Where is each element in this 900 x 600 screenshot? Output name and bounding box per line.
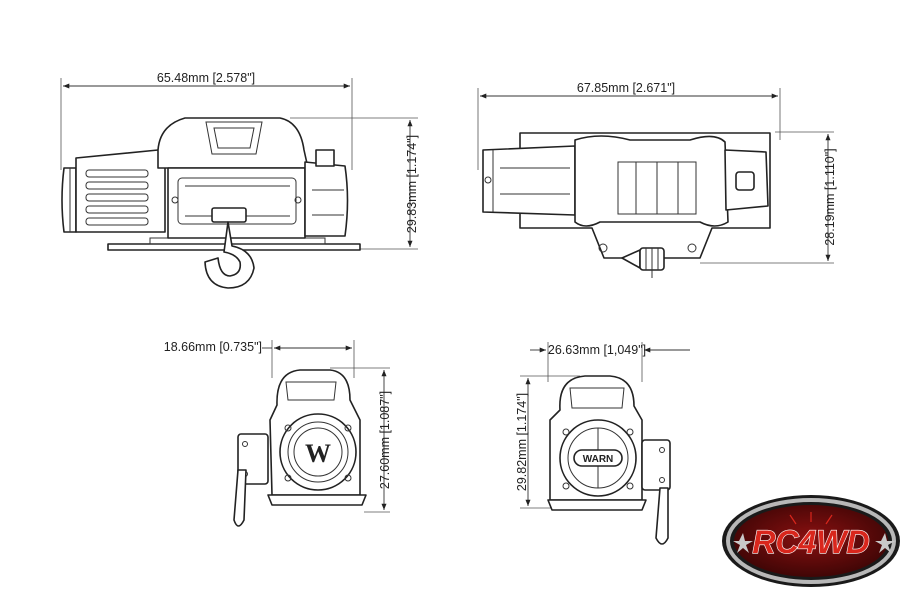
top-view: 67.85mm [2.671"] 28.19mm [1.110"] xyxy=(477,81,837,278)
front-drum xyxy=(279,413,357,491)
top-drum-housing xyxy=(574,135,729,227)
side-width-label: 65.48mm [2.578"] xyxy=(157,71,255,85)
side-top-housing xyxy=(157,117,309,169)
rear-warn-badge xyxy=(573,449,623,467)
top-width-label: 67.85mm [2.671"] xyxy=(577,81,675,95)
rear-control-plug xyxy=(655,487,669,545)
rear-height-label: 29.82mm [1.174"] xyxy=(515,393,529,491)
rear-width-label: 26.63mm [1,049"] xyxy=(548,343,646,357)
side-view: 65.48mm [2.578"] 29.83mm [1.174"] xyxy=(60,71,419,289)
top-winch-hook xyxy=(621,247,665,278)
top-motor xyxy=(482,145,576,216)
front-view: 18.66mm [0.735"] 27.60mm [1.087"] W xyxy=(164,340,392,527)
rc4wd-logo-text: RC4WD xyxy=(752,524,869,560)
rear-warn-badge-text: WARN xyxy=(583,454,614,465)
front-base-plate xyxy=(267,494,367,506)
side-motor-housing xyxy=(75,149,166,233)
front-height-label: 27.60mm [1.087"] xyxy=(378,391,392,489)
front-width-label: 18.66mm [0.735"] xyxy=(164,340,262,354)
side-clutch-lever xyxy=(315,149,335,167)
side-gearbox xyxy=(304,161,349,237)
side-height-label: 29.83mm [1.174"] xyxy=(405,135,419,233)
rear-fairlead-bracket xyxy=(641,439,671,491)
side-winch-hook xyxy=(204,207,255,289)
rear-base-plate xyxy=(547,499,647,511)
rc4wd-logo: RC4WD xyxy=(722,495,900,587)
top-height-label: 28.19mm [1.110"] xyxy=(823,148,837,245)
side-motor-vents xyxy=(85,169,149,226)
front-warn-logo: W xyxy=(305,439,331,468)
logo-star-left xyxy=(733,533,753,553)
logo-star-right xyxy=(875,533,895,553)
rear-view: 26.63mm [1,049"] 29.82mm [1.174"] WARN xyxy=(515,342,690,545)
front-control-plug xyxy=(233,469,247,527)
